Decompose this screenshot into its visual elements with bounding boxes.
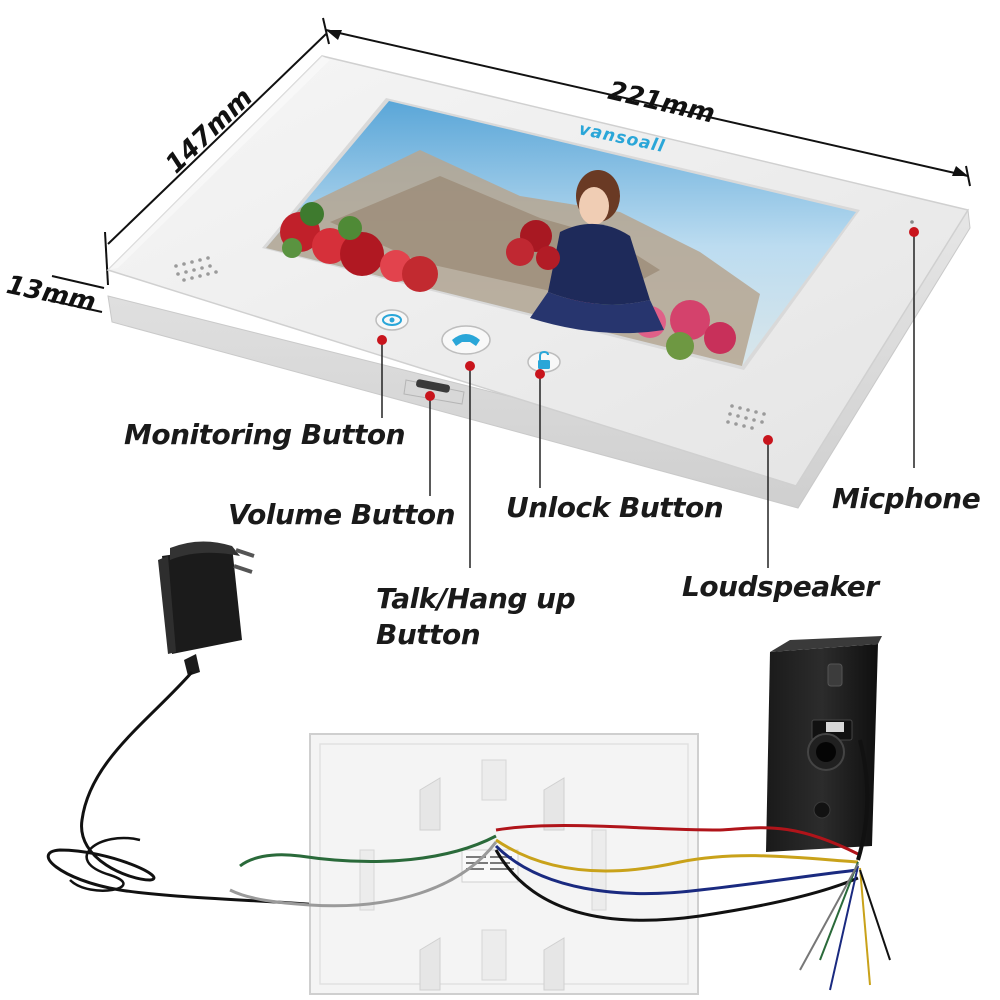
talk-button[interactable]	[441, 325, 491, 355]
unlock-button[interactable]	[527, 350, 561, 373]
microphone-label: Micphone	[832, 482, 981, 515]
arrow-head	[326, 30, 342, 40]
screen-person	[506, 170, 664, 334]
wiring	[229, 739, 891, 991]
speaker-grille-left	[174, 256, 218, 282]
callout-dots	[377, 227, 919, 445]
speaker-grille-right	[726, 404, 766, 430]
indoor-monitor: vansoall	[106, 55, 971, 509]
callout-lines	[381, 232, 915, 568]
talk-button-label-line2: Button	[376, 618, 481, 651]
loudspeaker-label: Loudspeaker	[682, 570, 879, 603]
talk-button-label-line1: Talk/Hang up	[376, 582, 576, 615]
volume-wheel[interactable]	[403, 379, 465, 405]
power-adapter	[46, 541, 321, 907]
volume-button-label: Volume Button	[228, 498, 456, 531]
dimension-lines	[47, 17, 971, 313]
unlock-button-label: Unlock Button	[506, 491, 724, 524]
monitoring-button-label: Monitoring Button	[124, 418, 406, 451]
microphone-hole	[910, 220, 914, 224]
padlock-icon	[538, 350, 550, 369]
eye-icon	[382, 314, 402, 326]
arrow-head	[952, 166, 968, 176]
monitoring-button[interactable]	[375, 309, 409, 331]
phone-icon	[452, 334, 480, 346]
outdoor-camera	[766, 636, 882, 852]
